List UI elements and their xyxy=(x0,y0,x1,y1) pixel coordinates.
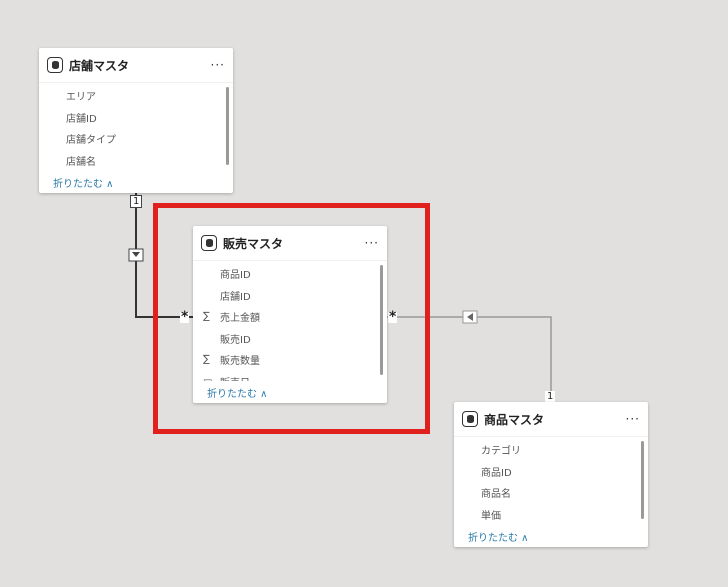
field-name: エリア xyxy=(66,92,96,104)
field-item[interactable]: ∑ 売上金額 xyxy=(193,306,387,328)
cardinality-one: 1 xyxy=(545,391,556,402)
collapse-link[interactable]: 折りたたむ ∧ xyxy=(53,178,114,190)
field-item[interactable]: カテゴリ xyxy=(454,439,648,461)
field-item[interactable]: 店舗名 xyxy=(39,150,233,172)
field-item[interactable]: 販売ID xyxy=(193,328,387,350)
field-item[interactable]: 商品ID xyxy=(193,263,387,285)
cardinality-one: 1 xyxy=(130,195,143,208)
collapse-link[interactable]: 折りたたむ ∧ xyxy=(468,532,529,544)
field-name: 販売日 xyxy=(220,374,250,381)
field-list[interactable]: エリア店舗ID 店舗タイプ店舗名 xyxy=(39,83,233,171)
field-name: 販売数量 xyxy=(220,356,260,368)
field-name: 販売ID xyxy=(220,334,251,346)
field-item[interactable]: エリア xyxy=(39,85,233,107)
table-header[interactable]: 商品マスタ ··· xyxy=(454,402,648,437)
field-item[interactable]: 単価 xyxy=(454,504,648,526)
scrollbar[interactable] xyxy=(641,441,644,519)
relationship-line-sales-product[interactable] xyxy=(387,316,552,402)
table-header[interactable]: 店舗マスタ ··· xyxy=(39,48,233,83)
more-options-button[interactable]: ··· xyxy=(210,58,225,72)
table-icon xyxy=(201,235,217,251)
field-type-icon: ∑ xyxy=(203,311,210,323)
field-type-icon: ▭ xyxy=(203,376,220,381)
collapse-link[interactable]: 折りたたむ ∧ xyxy=(207,388,268,400)
field-name: 商品ID xyxy=(220,270,251,282)
cardinality-many: * xyxy=(180,309,190,325)
table-card-store[interactable]: 店舗マスタ ··· エリア店舗ID 店舗タイプ店舗名折りたたむ ∧ xyxy=(39,48,233,193)
field-item[interactable]: 店舗ID xyxy=(39,107,233,129)
scrollbar[interactable] xyxy=(226,87,229,165)
field-name: 店舗名 xyxy=(66,156,96,168)
field-name: 店舗タイプ xyxy=(66,135,116,147)
table-header[interactable]: 販売マスタ ··· xyxy=(193,226,387,261)
cardinality-many: * xyxy=(388,309,398,325)
field-item[interactable]: 商品名 xyxy=(454,482,648,504)
table-icon xyxy=(47,57,63,73)
field-name: 商品名 xyxy=(481,489,511,501)
field-list[interactable]: カテゴリ商品ID 商品名単価 xyxy=(454,437,648,525)
field-name: 店舗ID xyxy=(66,113,97,125)
table-title: 商品マスタ xyxy=(484,412,545,427)
table-icon xyxy=(462,411,478,427)
highlight-box xyxy=(153,203,430,434)
field-item[interactable]: ▭販売日 xyxy=(193,371,387,381)
field-name: 単価 xyxy=(481,510,501,522)
table-title: 販売マスタ xyxy=(223,236,284,251)
more-options-button[interactable]: ··· xyxy=(364,236,379,250)
field-name: 商品ID xyxy=(481,467,512,479)
field-name: 店舗ID xyxy=(220,291,251,303)
table-card-product[interactable]: 商品マスタ ··· カテゴリ商品ID 商品名単価折りたたむ ∧ xyxy=(454,402,648,547)
table-title: 店舗マスタ xyxy=(69,58,130,73)
filter-direction-down-icon xyxy=(132,252,140,257)
field-name: カテゴリ xyxy=(481,446,521,458)
field-item[interactable]: ∑ 販売数量 xyxy=(193,349,387,371)
field-item[interactable]: 商品ID xyxy=(454,461,648,483)
field-item[interactable]: 店舗タイプ xyxy=(39,128,233,150)
scrollbar[interactable] xyxy=(380,265,383,375)
field-type-icon: ∑ xyxy=(203,354,210,366)
more-options-button[interactable]: ··· xyxy=(625,412,640,426)
field-item[interactable]: 店舗ID xyxy=(193,285,387,307)
field-name: 売上金額 xyxy=(220,313,260,325)
filter-direction-left-icon xyxy=(467,313,473,321)
relationship-line-store-sales[interactable] xyxy=(135,193,193,318)
